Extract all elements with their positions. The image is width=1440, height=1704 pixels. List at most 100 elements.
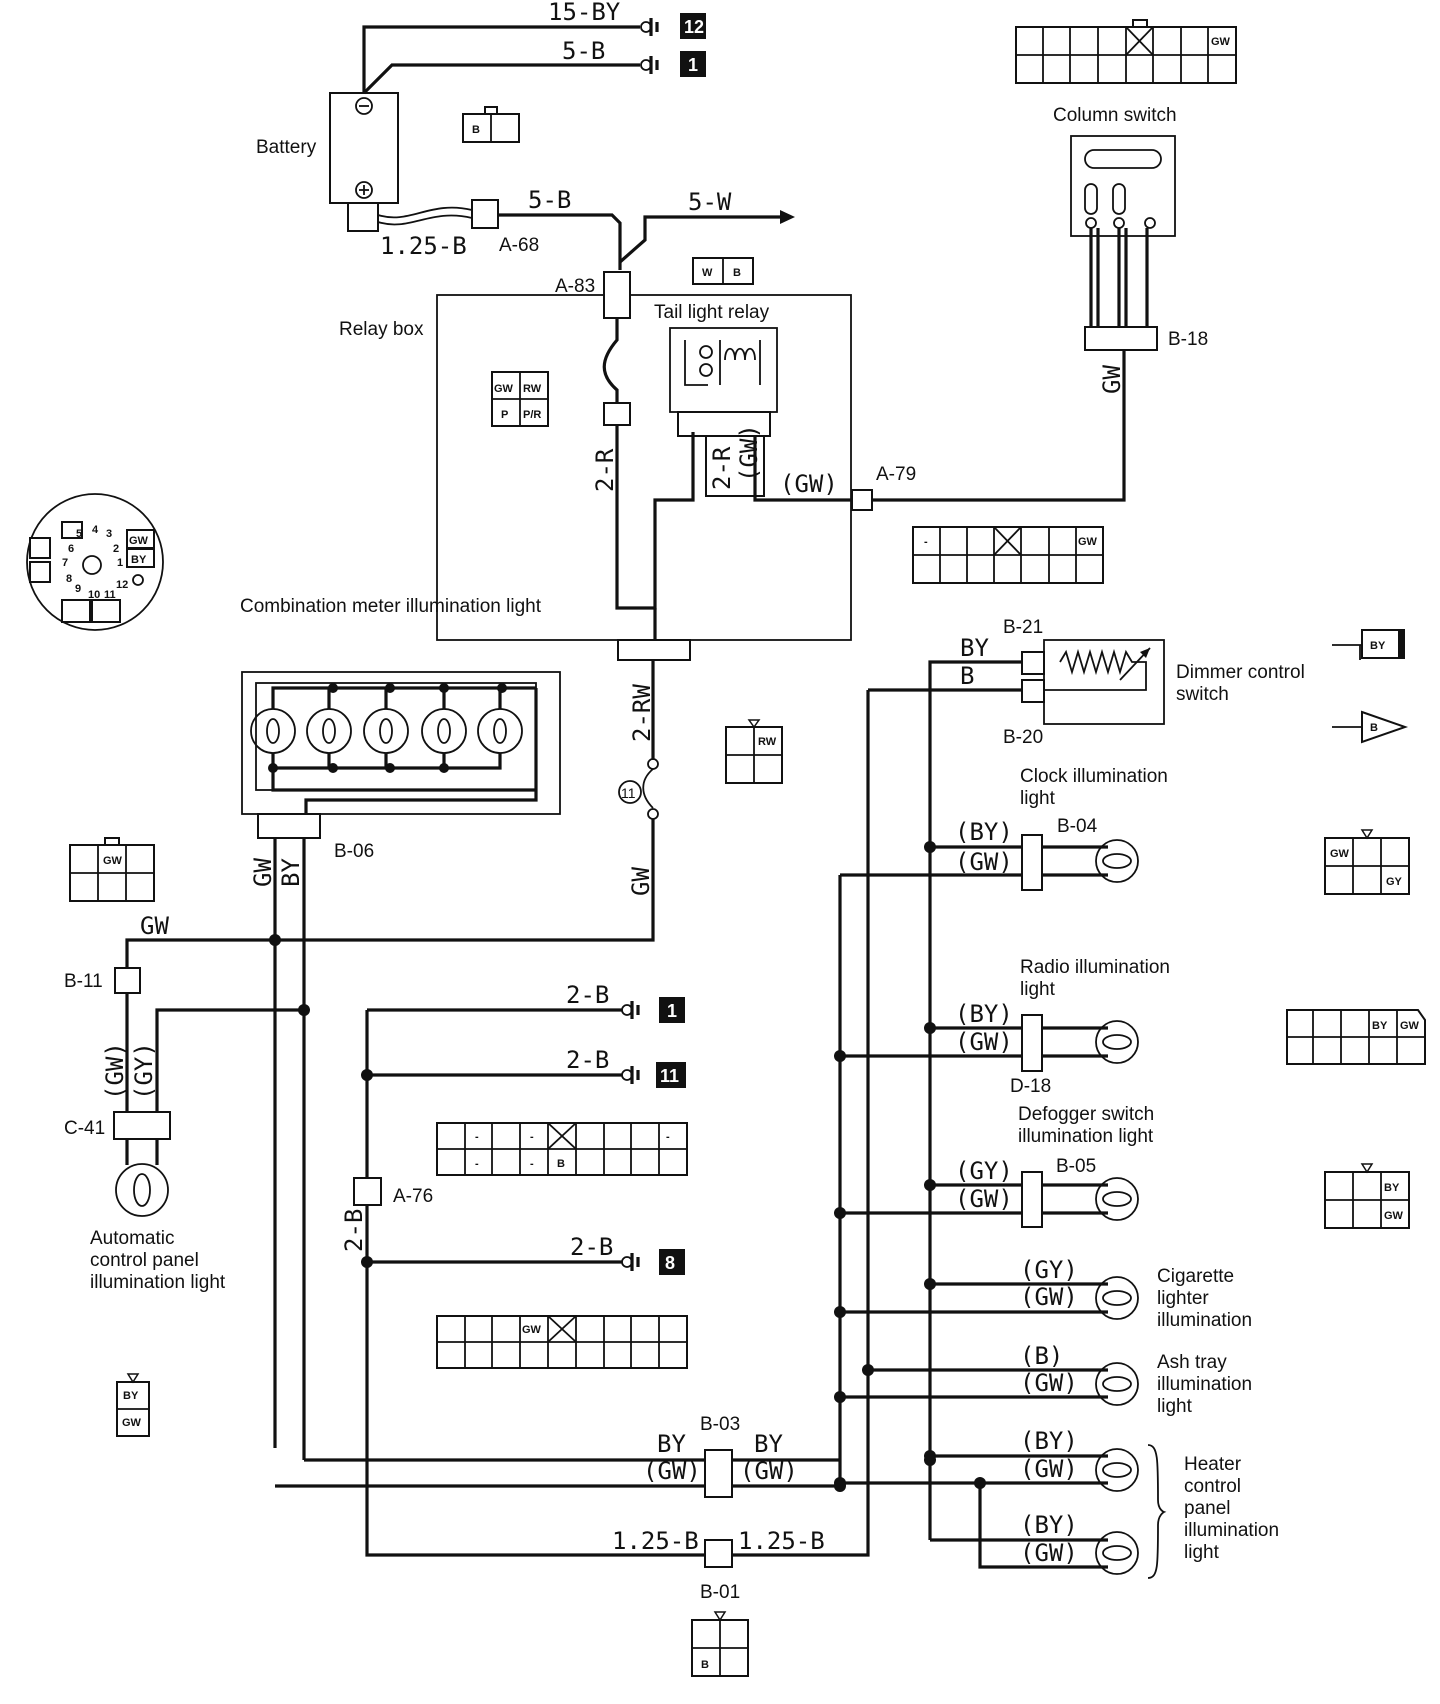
connector-b04-label: B-04 <box>1057 816 1098 837</box>
cigarette-label-2: lighter <box>1157 1288 1209 1309</box>
connector-b11 <box>114 967 141 994</box>
ground-1-number: 1 <box>688 55 698 75</box>
wire-2r-label: 2-R <box>591 448 619 492</box>
connector-icon-b01: B <box>691 1611 749 1677</box>
wire-gy-c41-label: (GY) <box>130 1042 158 1100</box>
svg-text:9: 9 <box>75 583 81 595</box>
svg-text:GW: GW <box>1211 36 1231 48</box>
wire-gw-heater-2 <box>978 1483 1108 1569</box>
svg-text:6: 6 <box>68 543 74 555</box>
wire-by-b03-label: BY <box>657 1430 686 1458</box>
wire-15by <box>362 25 640 93</box>
wire-by-heater-1-label: (BY) <box>1020 1427 1078 1455</box>
connector-a79-label: A-79 <box>876 464 916 485</box>
wire-gw-column-label: GW <box>1098 365 1126 394</box>
wire-125b-b01-out <box>732 690 870 1557</box>
connector-icon-a79: - GW <box>912 526 1104 584</box>
combination-meter-label: Combination meter illumination light <box>240 596 542 617</box>
connector-a68-label: A-68 <box>499 235 539 256</box>
relay-box-label: Relay box <box>339 319 424 340</box>
svg-text:GW: GW <box>122 1417 142 1429</box>
connector-c41 <box>113 1111 171 1140</box>
ground-11: 11 <box>621 1062 686 1088</box>
defogger-illumination-light: Defogger switch illumination light B-05 <box>1018 1104 1154 1228</box>
svg-text:-: - <box>475 1158 479 1170</box>
terminal-icon-by: BY <box>1332 629 1405 660</box>
wire-gw-relay-label: (GW) <box>735 424 763 482</box>
wire-5b-label: 5-B <box>528 186 571 214</box>
svg-text:1: 1 <box>667 1001 677 1021</box>
radio-label-2: light <box>1020 979 1056 1000</box>
arrow-5w <box>780 210 795 224</box>
svg-text:GW: GW <box>1330 848 1350 860</box>
wire-gw-c41-label: (GW) <box>101 1042 129 1100</box>
svg-text:-: - <box>475 1131 479 1143</box>
connector-icon-gw-left: GW <box>69 837 155 902</box>
svg-text:GW: GW <box>129 535 149 547</box>
ash-tray-illumination-light: Ash tray illumination light <box>1095 1352 1252 1417</box>
wire-5w <box>618 215 780 264</box>
fuse-terminal <box>603 402 631 426</box>
connector-b01 <box>704 1539 733 1568</box>
wire-gw-fuse-label: GW <box>627 867 655 896</box>
terminal-icon-b: B <box>1332 710 1409 744</box>
wire-2b-label-1: 2-B <box>566 981 609 1009</box>
wire-by-bus <box>928 660 1022 1540</box>
auto-panel-label-3: illumination light <box>90 1272 226 1293</box>
connector-b20-label: B-20 <box>1003 727 1043 748</box>
wire-5b-ground <box>362 63 640 95</box>
wire-gw-heater-1-label: (GW) <box>1020 1455 1078 1483</box>
battery-positive-cable-2 <box>377 214 473 226</box>
wire-by-clock-label: (BY) <box>955 818 1013 846</box>
wire-125b-b01-out-label: 1.25-B <box>738 1527 825 1555</box>
ash-tray-label-2: illumination <box>1157 1374 1252 1395</box>
wire-gw-meter-label: GW <box>249 858 277 887</box>
wire-b-ashtray-label: (B) <box>1020 1342 1063 1370</box>
svg-text:BY: BY <box>1384 1182 1400 1194</box>
svg-text:11: 11 <box>104 589 116 601</box>
wire-gw-heater-2-label: (GW) <box>1020 1539 1078 1567</box>
svg-text:GW: GW <box>1384 1210 1404 1222</box>
connector-a83-label: A-83 <box>555 276 595 297</box>
defogger-label-2: illumination light <box>1018 1126 1154 1147</box>
connector-icon-wb: W B <box>692 257 754 285</box>
svg-text:GY: GY <box>1386 876 1403 888</box>
wire-by-meter-label: BY <box>277 858 305 887</box>
connector-b11-label: B-11 <box>64 971 103 992</box>
svg-text:10: 10 <box>88 589 100 601</box>
connector-a83 <box>603 271 631 319</box>
svg-text:B: B <box>701 1659 709 1671</box>
svg-text:11: 11 <box>660 1066 679 1086</box>
svg-text:3: 3 <box>106 528 112 540</box>
defogger-label-1: Defogger switch <box>1018 1104 1154 1125</box>
tail-light-relay-label: Tail light relay <box>654 302 770 323</box>
ground-8: 8 <box>621 1249 685 1275</box>
wire-gy-cigarette-label: (GY) <box>1020 1256 1078 1284</box>
wire-gw-defogger-label: (GW) <box>955 1185 1013 1213</box>
auto-panel-label-1: Automatic <box>90 1228 174 1249</box>
wire-gy-c41 <box>155 1008 304 1112</box>
heater-label-2: control <box>1184 1476 1241 1497</box>
combination-meter: Combination meter illumination light <box>240 596 561 839</box>
svg-text:BY: BY <box>123 1390 139 1402</box>
connector-icon-by-gw: BY GW <box>116 1373 150 1437</box>
wire-gw-paren-label: (GW) <box>780 470 838 498</box>
battery-label: Battery <box>256 137 317 158</box>
radio-illumination-light: Radio illumination light D-18 <box>1010 957 1170 1097</box>
wire-15by-label: 15-BY <box>548 0 621 26</box>
svg-text:B: B <box>557 1158 565 1170</box>
svg-text:BY: BY <box>1370 640 1386 652</box>
connector-a76-label: A-76 <box>393 1186 433 1207</box>
relay-box-bottom-connector <box>617 639 691 661</box>
svg-text:GW: GW <box>103 855 123 867</box>
svg-text:5: 5 <box>76 528 82 540</box>
wire-125b-b01-label: 1.25-B <box>612 1527 699 1555</box>
heater-label-4: illumination <box>1184 1520 1279 1541</box>
heater-label-3: panel <box>1184 1498 1231 1519</box>
wire-125b-label: 1.25-B <box>380 232 467 260</box>
clock-label-1: Clock illumination <box>1020 766 1168 787</box>
wire-gy-defogger-label: (GY) <box>955 1157 1013 1185</box>
svg-text:B: B <box>1370 722 1378 734</box>
wire-by-radio-label: (BY) <box>955 1000 1013 1028</box>
